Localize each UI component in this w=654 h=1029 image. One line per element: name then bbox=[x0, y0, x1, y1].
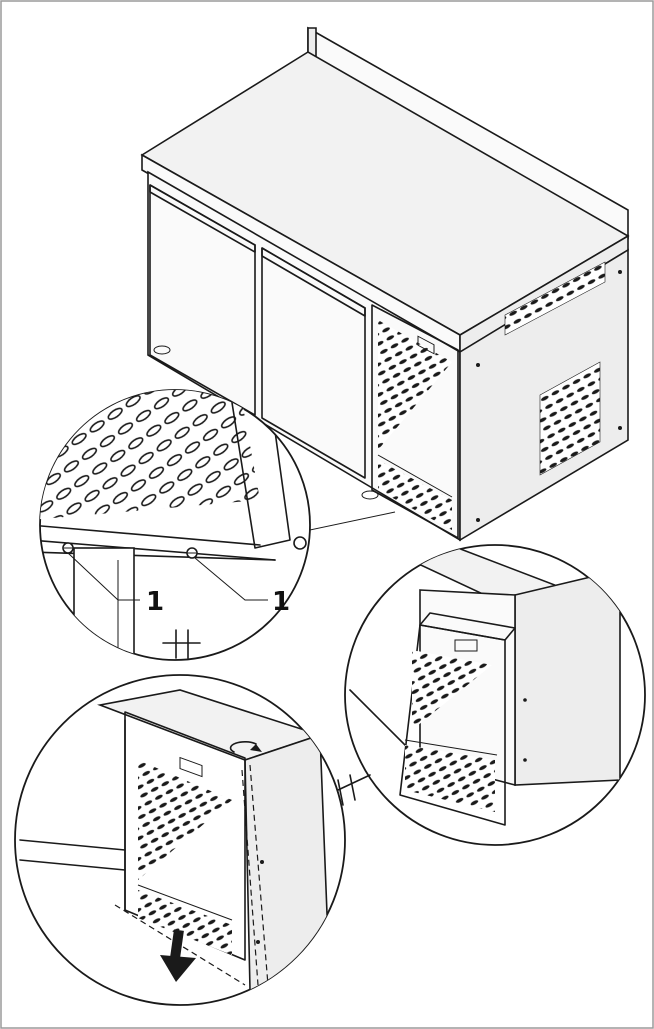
step-connector-vertical bbox=[162, 629, 201, 659]
detail-panel-removal bbox=[14, 674, 346, 1006]
door-left-handle bbox=[149, 184, 256, 253]
leader-right bbox=[194, 557, 268, 601]
screw-right bbox=[186, 547, 198, 559]
screw-left bbox=[62, 542, 74, 554]
foot bbox=[361, 490, 379, 500]
side-vent-top bbox=[504, 261, 606, 336]
detail-panel-removed bbox=[344, 544, 646, 846]
pull-down-arrow-icon bbox=[160, 929, 196, 982]
detail-screws: 1 1 bbox=[39, 389, 311, 661]
leader-left bbox=[67, 552, 140, 601]
refrigerated-counter bbox=[140, 26, 630, 542]
grille-panel bbox=[371, 304, 459, 539]
foot bbox=[153, 345, 171, 355]
grille-lower-vents bbox=[378, 460, 452, 530]
rotate-arrow-icon bbox=[229, 741, 257, 753]
callout-screw-right: 1 bbox=[272, 587, 290, 617]
side-vent-bottom bbox=[539, 361, 601, 476]
grille-label-plate bbox=[417, 335, 435, 355]
door-right-handle bbox=[261, 247, 366, 317]
step-connector-diagonal bbox=[337, 774, 371, 806]
callout-screw-left: 1 bbox=[146, 587, 164, 617]
